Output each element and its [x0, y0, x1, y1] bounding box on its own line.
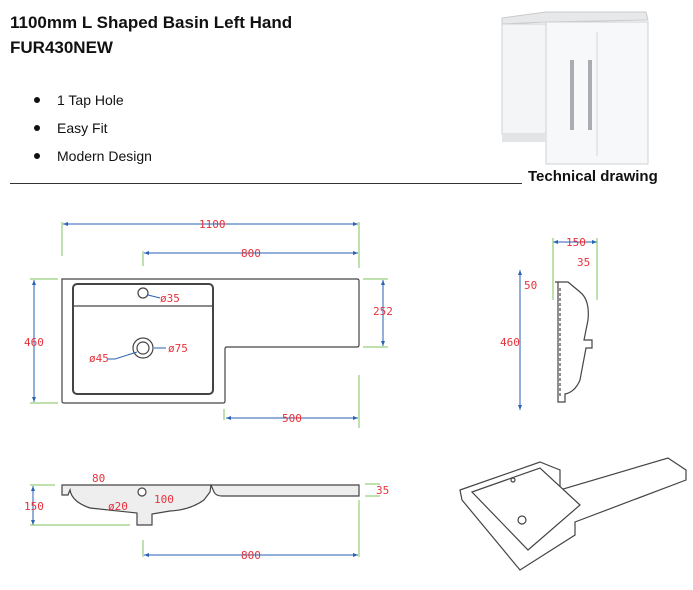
dim-side-depth: 460: [500, 336, 520, 349]
side-view-outline: [555, 281, 593, 403]
dim-tap-offset: 800: [241, 247, 261, 260]
dim-bowl-depth: 100: [154, 493, 174, 506]
feature-label: 1 Tap Hole: [57, 92, 124, 108]
dim-waste-outer: ø75: [168, 342, 188, 355]
dim-return-width: 500: [282, 412, 302, 425]
dim-section-rim: 80: [92, 472, 105, 485]
product-title: 1100mm L Shaped Basin Left Hand FUR430NE…: [10, 10, 292, 60]
dim-overall-width: 1100: [199, 218, 226, 231]
product-photo: [498, 8, 654, 168]
bullet-icon: [34, 97, 40, 103]
product-name: 1100mm L Shaped Basin Left Hand: [10, 13, 293, 32]
dim-return-depth: 252: [373, 305, 393, 318]
plan-view-outline: [61, 278, 360, 404]
extension-lines: [30, 222, 598, 557]
feature-label: Modern Design: [57, 148, 152, 164]
feature-label: Easy Fit: [57, 120, 108, 136]
dim-waste-offset: 800: [241, 549, 261, 562]
isometric-view: [459, 457, 687, 571]
feature-item: 1 Tap Hole: [34, 88, 152, 116]
dimension-lines: [31, 222, 597, 557]
leader-lines: [108, 294, 166, 508]
dim-overflow: ø20: [108, 500, 128, 513]
product-code: FUR430NEW: [10, 38, 113, 57]
dim-section-height: 150: [24, 500, 44, 513]
dim-thickness: 35: [376, 484, 389, 497]
feature-item: Easy Fit: [34, 116, 152, 144]
dim-waste-inner: ø45: [89, 352, 109, 365]
bullet-icon: [34, 153, 40, 159]
divider: [10, 183, 522, 184]
section-heading: Technical drawing: [528, 168, 658, 185]
bullet-icon: [34, 125, 40, 131]
section-view-outline: [61, 484, 360, 526]
dim-side-rim: 50: [524, 279, 537, 292]
dim-tap-hole: ø35: [160, 292, 180, 305]
dim-depth: 460: [24, 336, 44, 349]
dim-side-width: 150: [566, 236, 586, 249]
feature-list: 1 Tap Hole Easy Fit Modern Design: [34, 88, 152, 172]
dim-side-lip: 35: [577, 256, 590, 269]
feature-item: Modern Design: [34, 144, 152, 172]
